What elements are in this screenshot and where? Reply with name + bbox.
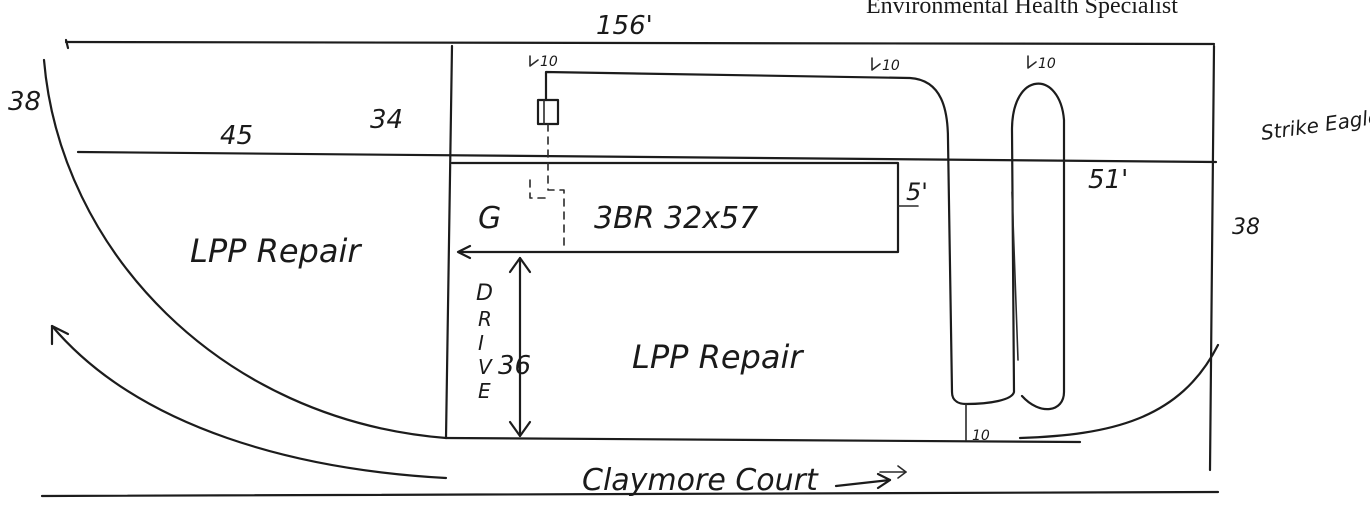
left-field-label: LPP Repair <box>190 232 362 270</box>
road-label: Claymore Court <box>582 463 819 498</box>
printed-title: Environmental Health Specialist <box>866 0 1178 19</box>
septic-tank <box>536 98 560 126</box>
marker-2 <box>871 57 881 71</box>
right-dim-label: 51' <box>1088 165 1128 195</box>
lot-right-arc <box>1018 343 1220 440</box>
top-length-label: 156' <box>596 11 653 41</box>
marker-label-3: 10 <box>1038 56 1056 72</box>
garage-label: G <box>478 201 501 236</box>
lot-left-line <box>64 38 70 50</box>
drive-dim-arrow-bottom <box>508 420 532 438</box>
drive-letter-3: I <box>478 331 484 355</box>
drain-loop-inner <box>1011 191 1019 361</box>
drive-dim-label: 36 <box>498 351 531 381</box>
lot-right-line <box>1208 44 1216 472</box>
house-setback-label: 5' <box>906 178 928 206</box>
marker-label-bottom: 10 <box>972 428 990 444</box>
house-arrow <box>456 244 472 260</box>
marker-3 <box>1027 55 1037 69</box>
drive-letter-4: V <box>478 355 493 379</box>
marker-label-2: 10 <box>882 58 900 74</box>
marker-label-1: 10 <box>540 54 558 70</box>
lot-top-line <box>64 40 1216 46</box>
lot-left-arc <box>42 58 448 440</box>
house-label: 3BR 32x57 <box>594 201 758 236</box>
marker-1 <box>529 55 539 67</box>
drain-loop <box>964 82 1066 411</box>
left-edge-label: 38 <box>8 87 41 117</box>
upper-horizontal-line <box>76 150 1218 164</box>
house-footprint <box>450 161 900 254</box>
drive-letter-1: D <box>476 281 493 306</box>
road-edge-line <box>40 490 1220 498</box>
road-arrow-right <box>834 478 892 488</box>
lot-bottom-line <box>444 436 1082 444</box>
road-arrow-left <box>50 324 448 480</box>
tank-connector <box>529 179 547 199</box>
right-side-label: Strike Eagle Drive <box>1259 96 1370 145</box>
left-upper-label: 45 <box>220 121 253 151</box>
drive-letter-2: R <box>478 307 492 331</box>
right-side-prefix: 38 <box>1232 215 1260 240</box>
lower-field-label: LPP Repair <box>632 338 804 376</box>
property-divider-vertical <box>444 44 454 440</box>
mid-upper-label: 34 <box>370 105 403 135</box>
drive-letter-5: E <box>478 379 491 403</box>
distribution-line-top <box>544 70 968 406</box>
sewer-line <box>547 123 565 246</box>
road-arrow-left-head <box>50 324 70 346</box>
road-arrow-right-head <box>876 472 892 490</box>
drive-dim-arrow-top <box>508 256 532 274</box>
road-arrow-bottom-head <box>897 465 907 479</box>
